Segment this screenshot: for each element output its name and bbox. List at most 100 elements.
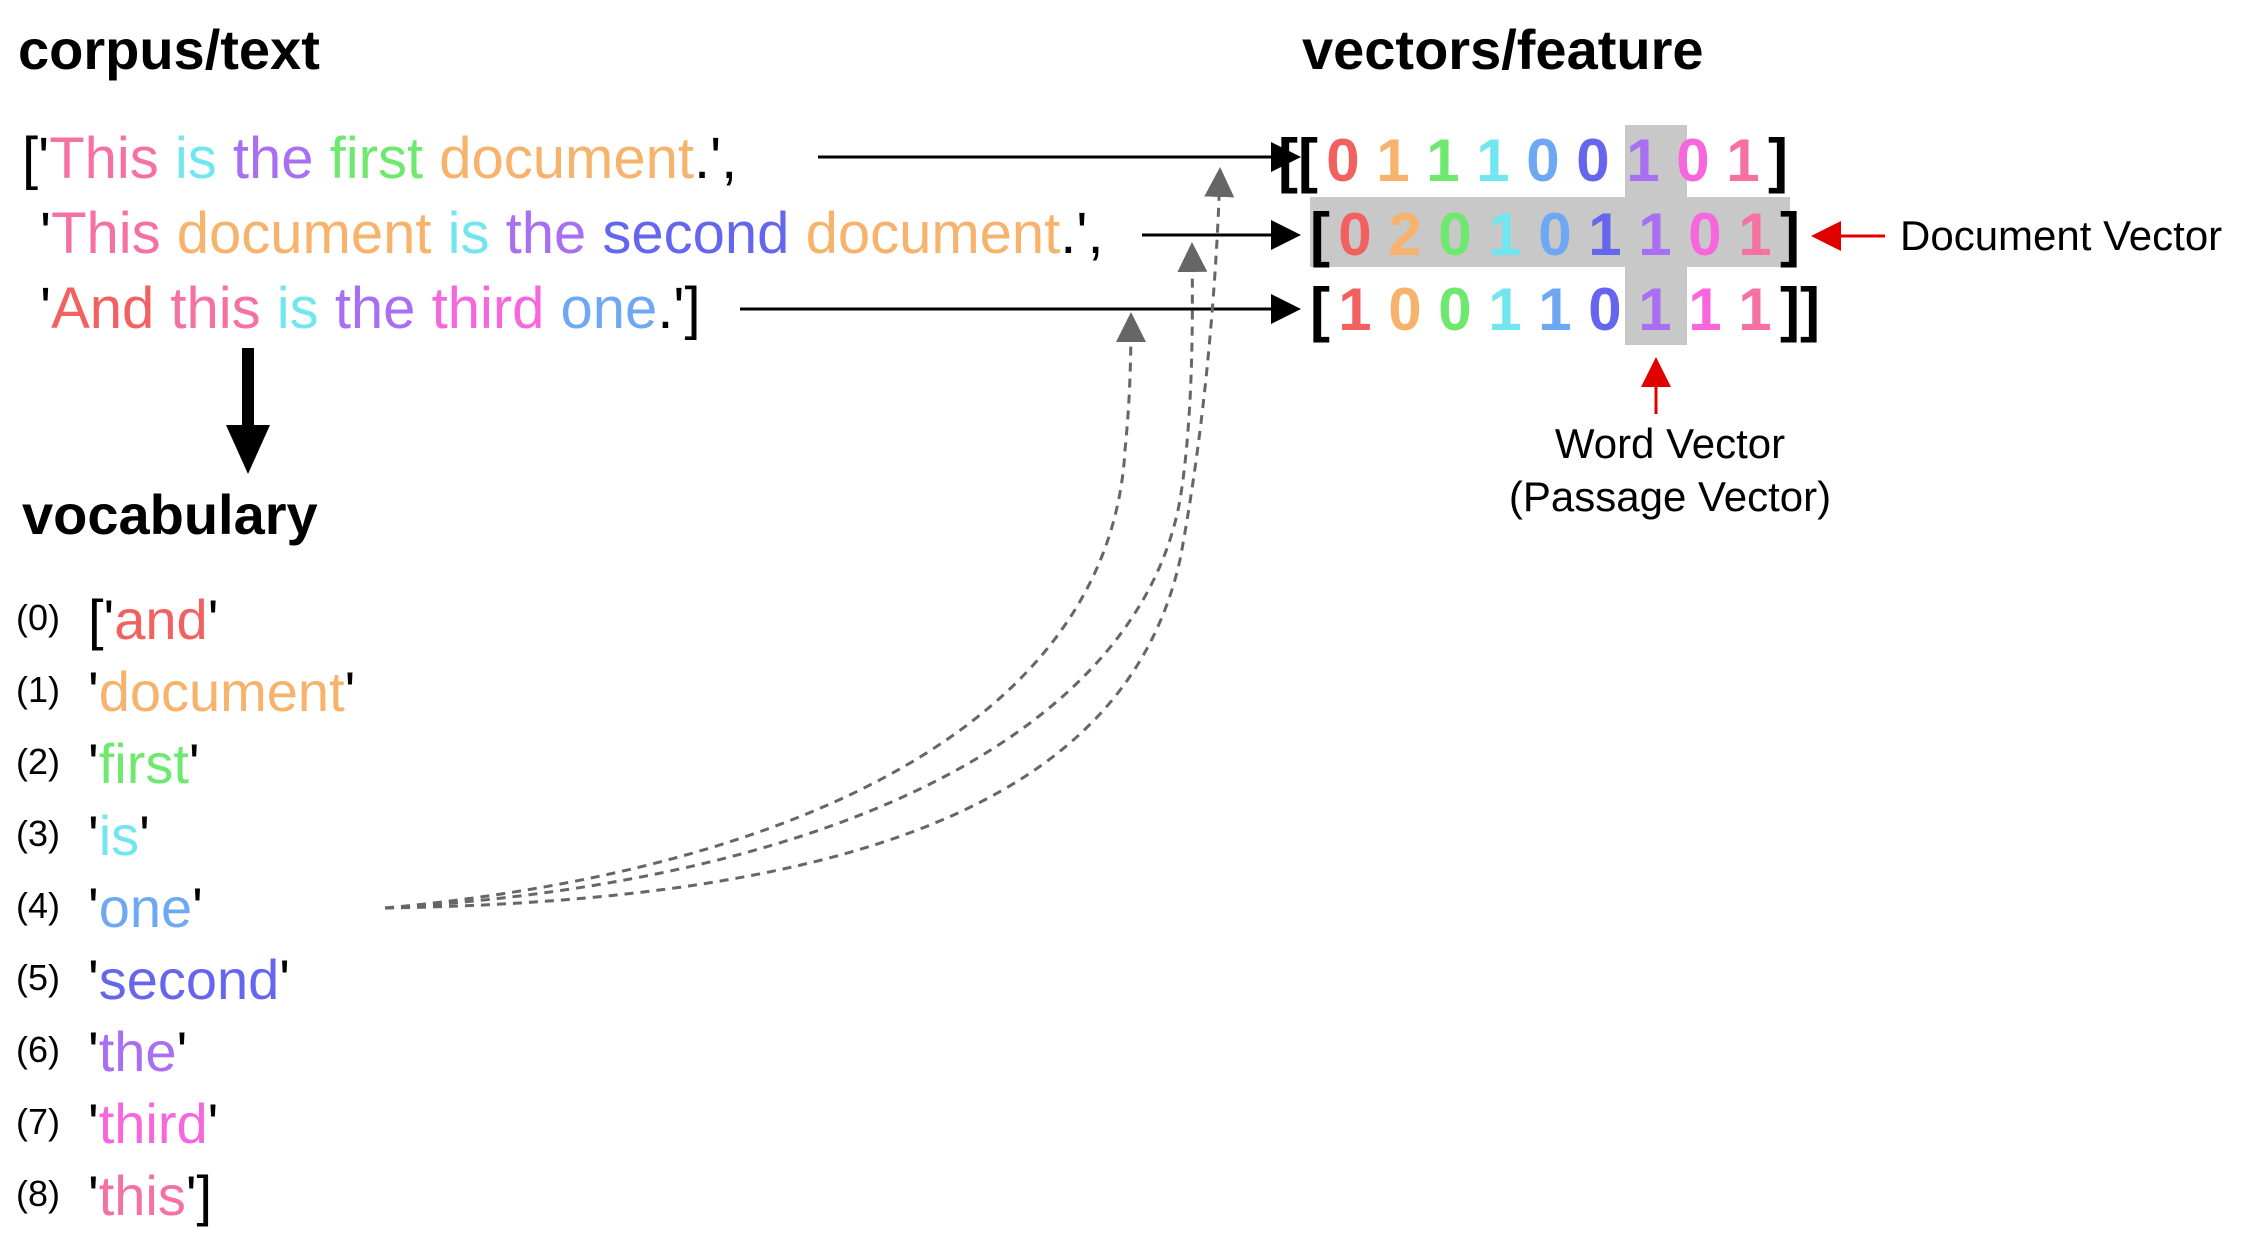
sentence-open-quote: ' [40, 276, 52, 341]
word-vector-label-line1: Word Vector [1554, 420, 1786, 467]
vocab-word: the [98, 1020, 177, 1083]
vector-value: 0 [1388, 276, 1422, 343]
vocab-open-quote: [' [88, 588, 115, 651]
vector-close-bracket: ]] [1779, 276, 1820, 343]
vocab-open-quote: ' [88, 804, 99, 867]
vocab-word: this [98, 1164, 186, 1227]
vocab-index: (2) [16, 741, 60, 782]
vector-open-bracket: [ [1310, 201, 1330, 268]
vector-value: 1 [1538, 276, 1572, 343]
vocab-item: 'second' [88, 952, 290, 1008]
vector-value: 0 [1338, 201, 1372, 268]
vector-value: 1 [1738, 276, 1772, 343]
vocab-item: 'first' [88, 736, 200, 792]
sentence-word: is [276, 276, 319, 341]
vocab-close-quote: '] [185, 1164, 213, 1227]
vocab-close-quote: ' [139, 804, 150, 867]
document-vector-highlight [1310, 197, 1790, 267]
vocab-index: (5) [16, 957, 60, 998]
vocab-item: ['and' [88, 592, 218, 648]
sentence-word: document [805, 201, 1061, 266]
vector-value: 1 [1726, 127, 1760, 194]
sentence-word: is [174, 126, 217, 191]
corpus-heading: corpus/text [18, 18, 320, 81]
vector-value: 1 [1738, 201, 1772, 268]
vocabulary-heading: vocabulary [22, 483, 318, 546]
vocab-index: (8) [16, 1173, 60, 1214]
sentence-word: And [51, 276, 155, 341]
sentence-word: third [431, 276, 545, 341]
vector-value: 1 [1588, 201, 1622, 268]
vector-close-bracket: ] [1779, 201, 1800, 268]
vocab-close-quote: ' [192, 876, 203, 939]
vocab-item: 'this'] [88, 1168, 212, 1224]
vocab-open-quote: ' [88, 732, 99, 795]
vocab-index: (0) [16, 597, 60, 638]
vocab-item: 'third' [88, 1096, 218, 1152]
vectors-heading: vectors/feature [1302, 18, 1704, 81]
sentence-word: document [176, 201, 432, 266]
sentence-close-quote: .', [693, 126, 738, 191]
vector-open-bracket: [ [1310, 276, 1330, 343]
vocab-close-quote: ' [344, 660, 356, 723]
vocab-close-quote: ' [188, 732, 200, 795]
vocab-index: (3) [16, 813, 60, 854]
word-vector-label-line2: (Passage Vector) [1508, 472, 1832, 520]
vector-value: 0 [1526, 127, 1560, 194]
vocab-open-quote: ' [88, 1164, 99, 1227]
vocab-word: first [98, 732, 189, 795]
vocab-word: one [98, 876, 193, 939]
vocab-word: and [114, 588, 208, 651]
sentence-word: the [505, 201, 587, 266]
vocab-close-quote: ' [279, 948, 290, 1011]
vector-value: 1 [1338, 276, 1372, 343]
vocab-word: document [98, 660, 345, 723]
vector-value: 0 [1438, 276, 1472, 343]
vector-value: 0 [1538, 201, 1572, 268]
vocab-item: 'one' [88, 880, 203, 936]
vector-value: 1 [1638, 201, 1672, 268]
one-to-row2-dashed [384, 242, 1208, 910]
sentence-word: This [51, 201, 161, 266]
corpus-to-vocab-arrowhead [226, 425, 270, 474]
one-to-row3-dashed [384, 312, 1146, 910]
sentence-close-quote: .'] [657, 276, 701, 341]
document-vector-label: Document Vector [1900, 212, 2223, 259]
vector-value: 1 [1638, 276, 1672, 343]
vector-value: 0 [1326, 127, 1360, 194]
sentence-word: first [329, 126, 424, 191]
sentence-word: is [447, 201, 490, 266]
vocab-close-quote: ' [176, 1020, 188, 1083]
vector-value: 1 [1476, 127, 1510, 194]
sentence-word: document [439, 126, 694, 191]
vector-value: 1 [1626, 127, 1660, 194]
vector-value: 1 [1488, 276, 1522, 343]
vector-value: 1 [1376, 127, 1410, 194]
vocab-word: is [98, 804, 140, 867]
sentence-open-quote: ' [40, 201, 52, 266]
vector-close-bracket: ] [1767, 127, 1788, 194]
vector-value: 1 [1488, 201, 1522, 268]
vector-value: 1 [1426, 127, 1460, 194]
vocab-item: 'the' [88, 1024, 187, 1080]
vector-value: 0 [1588, 276, 1622, 343]
vocab-word: second [98, 948, 280, 1011]
vocab-close-quote: ' [207, 1092, 219, 1155]
sentence-word: this [170, 276, 261, 341]
one-to-row1-dashed [384, 167, 1235, 910]
vocab-index: (6) [16, 1029, 60, 1070]
sentence-word: second [602, 201, 790, 266]
vocab-item: 'document' [88, 664, 355, 720]
vocab-index: (1) [16, 669, 60, 710]
corpus-sentence: 'This document is the second document.', [40, 205, 1104, 263]
vector-value: 0 [1576, 127, 1610, 194]
vocab-open-quote: ' [88, 1092, 99, 1155]
vocab-open-quote: ' [88, 1020, 99, 1083]
word-vector-highlight [1625, 125, 1687, 345]
sentence-word: the [232, 126, 314, 191]
vocab-index: (4) [16, 885, 60, 926]
